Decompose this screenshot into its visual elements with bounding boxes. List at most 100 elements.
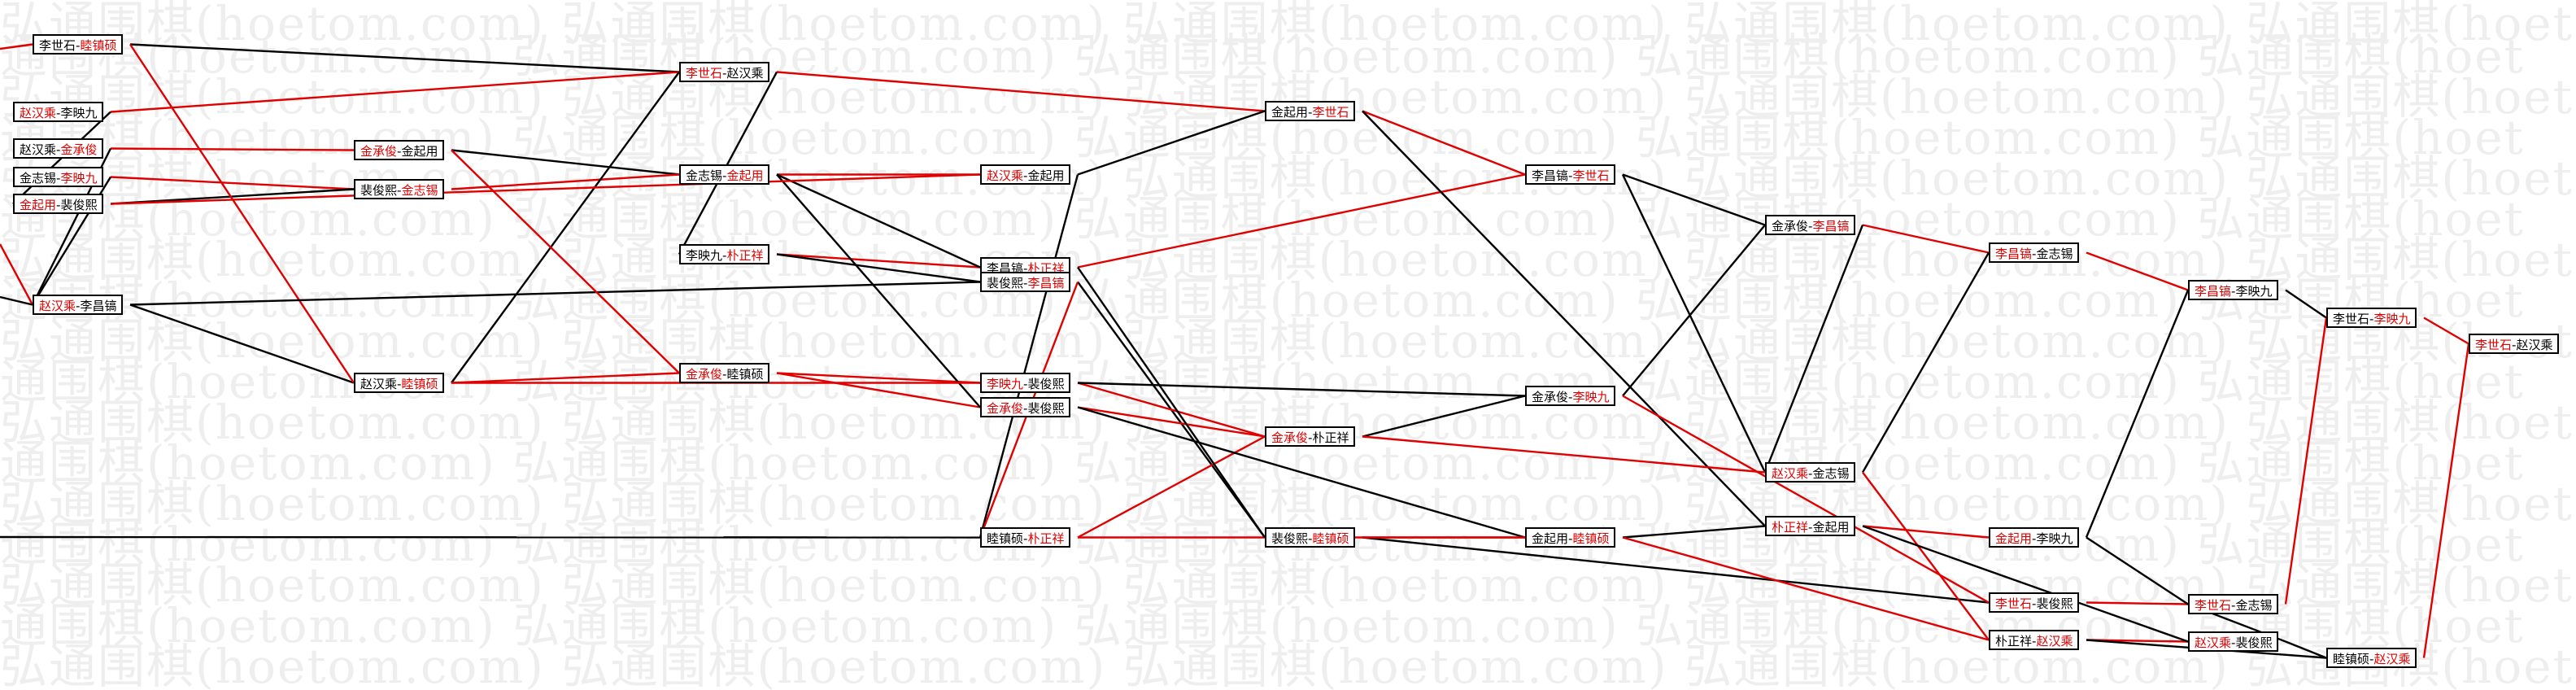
player-one-name: 赵汉乘 [987, 168, 1024, 183]
match-node[interactable]: 裴俊熙-金志锡 [354, 179, 445, 199]
player-two-name: 赵汉乘 [726, 66, 764, 81]
match-node[interactable]: 睦镇硕-赵汉乘 [2326, 648, 2417, 668]
player-two-name: 金起用 [401, 144, 438, 159]
player-one-name: 金承俊 [987, 401, 1024, 416]
match-node[interactable]: 李昌镐-金志锡 [1989, 242, 2080, 263]
match-node[interactable]: 朴正祥-赵汉乘 [1989, 630, 2080, 650]
watermark-row: 弘通围棋(hoetom.com) 弘通围棋(hoetom.com) 弘通围棋(h… [0, 521, 2527, 568]
match-node[interactable]: 李世石-赵汉乘 [2469, 334, 2560, 354]
match-separator: - [1808, 466, 1813, 481]
match-node[interactable]: 裴俊熙-李昌镐 [980, 272, 1071, 292]
player-one-name: 金志锡 [686, 168, 723, 183]
player-two-name: 赵汉乘 [2036, 634, 2073, 649]
player-two-name: 金志锡 [2235, 598, 2273, 613]
match-node[interactable]: 李世石-睦镇硕 [33, 34, 124, 55]
player-two-name: 金起用 [726, 168, 764, 183]
bracket-link [1362, 110, 1526, 176]
bracket-link [678, 71, 778, 255]
match-node[interactable]: 赵汉乘-金承俊 [13, 138, 104, 159]
player-one-name: 李世石 [2333, 312, 2370, 326]
match-node[interactable]: 李世石-裴俊熙 [1989, 592, 2080, 613]
bracket-link [2086, 251, 2189, 291]
player-one-name: 赵汉乘 [20, 142, 57, 157]
match-node[interactable]: 朴正祥-金起用 [1765, 516, 1856, 536]
match-node[interactable]: 李映九-朴正祥 [679, 244, 770, 264]
player-one-name: 李世石 [2475, 338, 2513, 352]
player-one-name: 李昌镐 [1995, 247, 2033, 261]
player-two-name: 李映九 [2373, 312, 2411, 326]
player-one-name: 金承俊 [1772, 219, 1809, 234]
match-node[interactable]: 金承俊-金起用 [354, 140, 445, 160]
bracket-link [2285, 289, 2327, 319]
match-node[interactable]: 赵汉乘-李昌镐 [33, 295, 124, 315]
match-separator: - [397, 377, 402, 391]
match-node[interactable]: 赵汉乘-睦镇硕 [354, 373, 445, 393]
match-node[interactable]: 金承俊-李昌镐 [1765, 215, 1856, 235]
match-node[interactable]: 李世石-赵汉乘 [679, 62, 770, 82]
player-two-name: 金志锡 [1812, 466, 1850, 481]
match-node[interactable]: 赵汉乘-李映九 [13, 102, 104, 122]
player-one-name: 金承俊 [686, 367, 723, 382]
match-node[interactable]: 赵汉乘-裴俊熙 [2188, 631, 2279, 652]
player-two-name: 睦镇硕 [1312, 531, 1349, 546]
match-node[interactable]: 睦镇硕-朴正祥 [980, 527, 1071, 548]
bracket-link [2086, 601, 2189, 605]
match-separator: - [1568, 390, 1573, 404]
player-one-name: 朴正祥 [1772, 520, 1809, 535]
match-node[interactable]: 李昌镐-李世石 [1525, 164, 1616, 185]
bracket-link [1077, 266, 1266, 539]
match-node[interactable]: 金起用-李映九 [1989, 527, 2080, 548]
player-two-name: 朴正祥 [1312, 430, 1349, 445]
bracket-link [1622, 224, 1766, 397]
match-node[interactable]: 金起用-睦镇硕 [1525, 527, 1616, 548]
bracket-link [776, 253, 981, 283]
match-node[interactable]: 李映九-裴俊熙 [980, 373, 1071, 393]
bracket-link [1622, 536, 1990, 641]
match-node[interactable]: 金起用-裴俊熙 [13, 194, 104, 214]
match-node[interactable]: 李世石-金志锡 [2188, 594, 2279, 614]
match-separator: - [1023, 401, 1028, 416]
match-separator: - [722, 248, 727, 263]
bracket-link [1362, 110, 1766, 527]
bracket-link [776, 173, 981, 408]
bracket-link [451, 149, 680, 176]
player-one-name: 李世石 [39, 38, 76, 53]
player-one-name: 金承俊 [1271, 430, 1309, 445]
bracket-link [110, 176, 355, 190]
match-separator: - [722, 168, 727, 183]
match-node[interactable]: 金志锡-金起用 [679, 164, 770, 185]
match-node[interactable]: 金承俊-裴俊熙 [980, 397, 1071, 417]
bracket-link [129, 43, 355, 384]
match-node[interactable]: 金承俊-睦镇硕 [679, 363, 770, 383]
bracket-link [1077, 382, 1526, 397]
bracket-link [451, 372, 680, 384]
match-node[interactable]: 金承俊-李映九 [1525, 386, 1616, 406]
match-node[interactable]: 赵汉乘-金起用 [980, 164, 1071, 185]
bracket-link [1621, 173, 1767, 474]
player-one-name: 裴俊熙 [360, 183, 398, 198]
match-separator: - [1023, 377, 1028, 391]
player-one-name: 赵汉乘 [39, 299, 76, 313]
match-node[interactable]: 裴俊熙-睦镇硕 [1265, 527, 1356, 548]
bracket-link [0, 295, 33, 306]
match-node[interactable]: 李世石-李映九 [2326, 308, 2417, 328]
match-separator: - [2032, 247, 2037, 261]
player-two-name: 金起用 [1027, 168, 1065, 183]
player-one-name: 赵汉乘 [2195, 635, 2232, 650]
player-two-name: 睦镇硕 [401, 377, 438, 391]
match-node[interactable]: 金承俊-朴正祥 [1265, 426, 1356, 447]
match-separator: - [2369, 312, 2374, 326]
match-node[interactable]: 金志锡-李映九 [13, 167, 104, 187]
match-separator: - [2369, 652, 2374, 666]
match-separator: - [397, 183, 402, 198]
match-node[interactable]: 金起用-李世石 [1265, 101, 1356, 121]
bracket-link [129, 304, 355, 384]
bracket-link [1077, 110, 1266, 176]
bracket-link [2284, 317, 2328, 605]
match-node[interactable]: 李昌镐-李映九 [2188, 280, 2279, 300]
match-node[interactable]: 赵汉乘-金志锡 [1765, 462, 1856, 483]
bracket-link [1362, 395, 1526, 438]
player-one-name: 金承俊 [1532, 390, 1569, 404]
match-separator: - [2231, 635, 2236, 650]
bracket-link [776, 372, 981, 408]
